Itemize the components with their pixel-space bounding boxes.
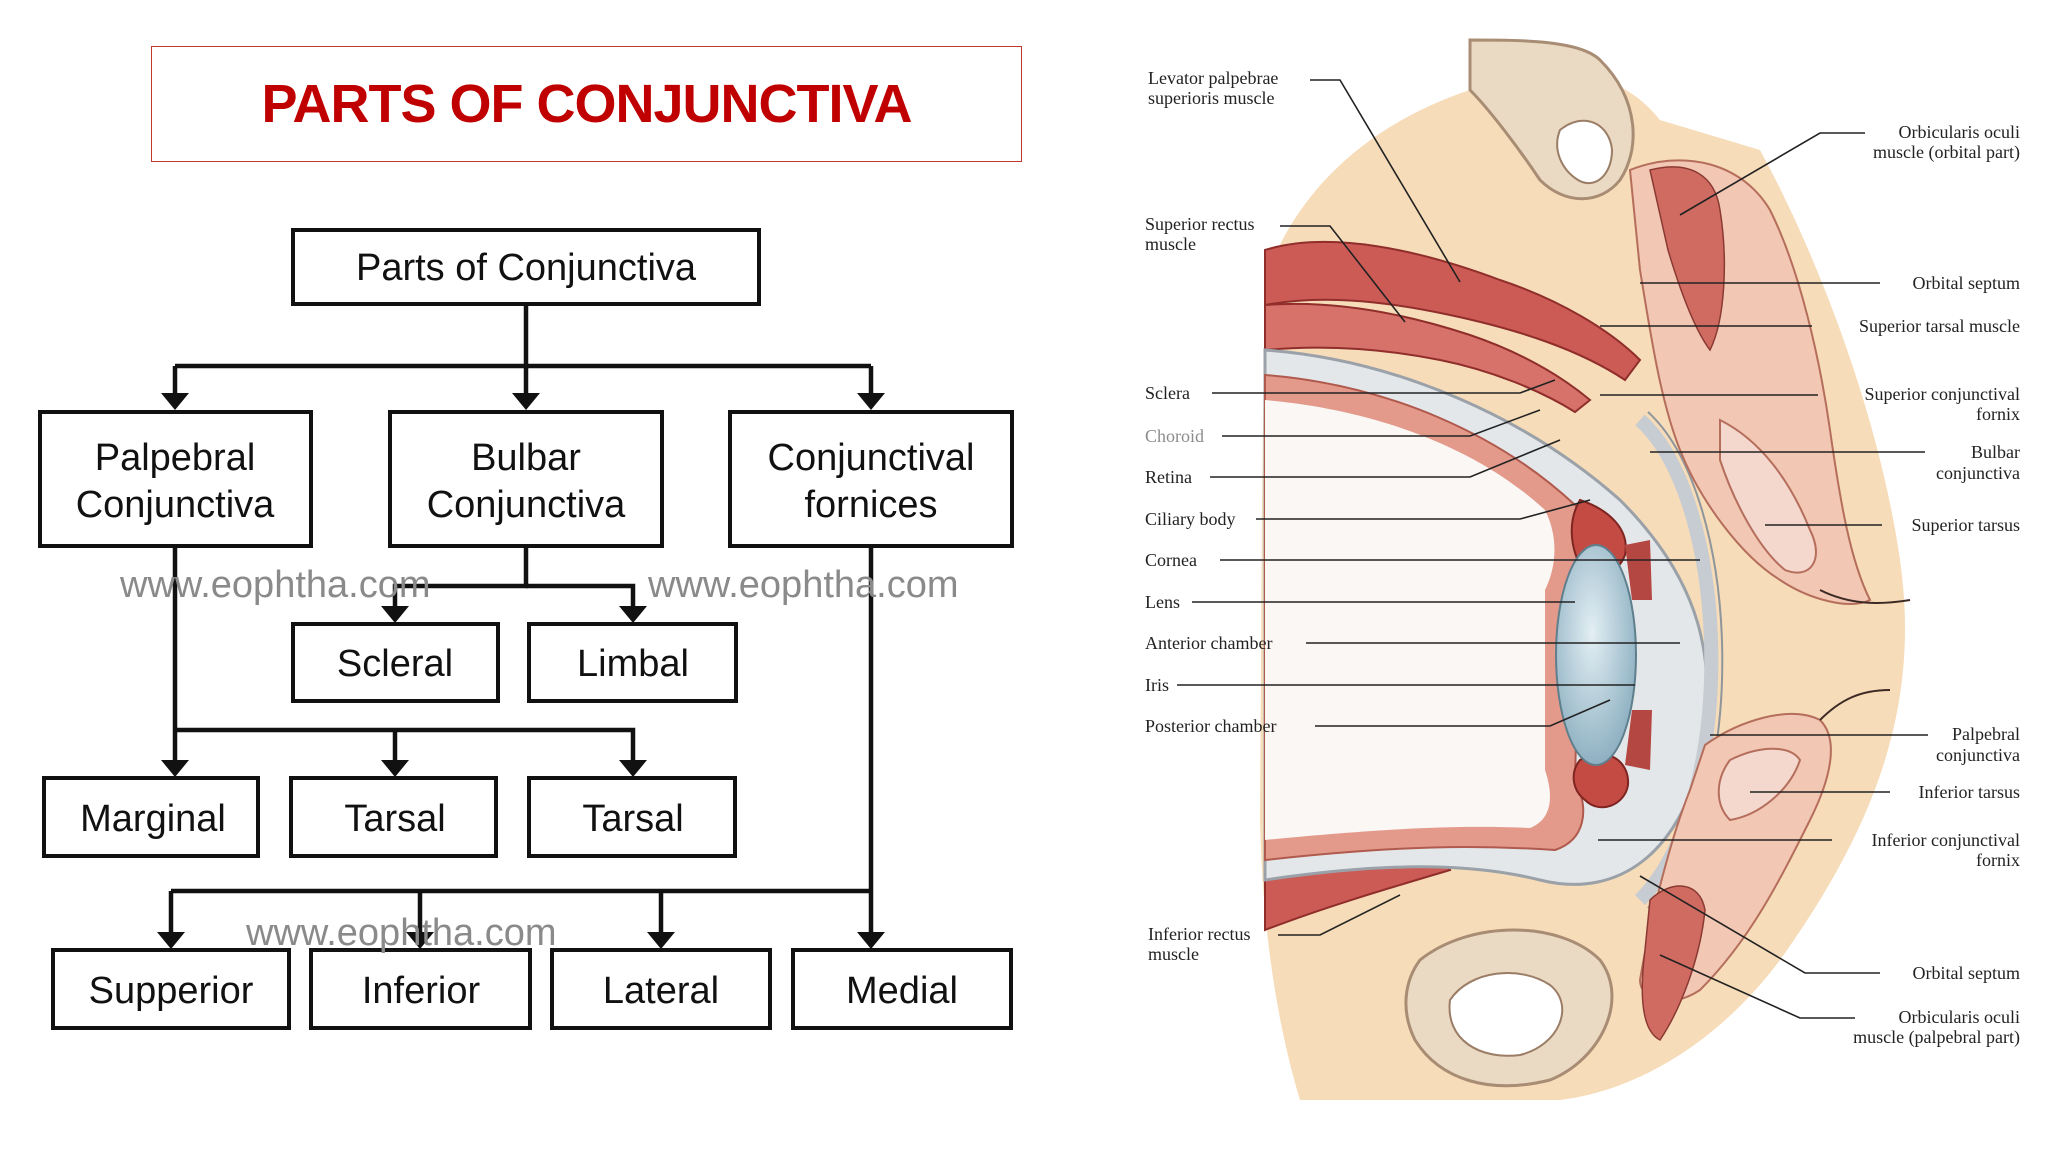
label-superior-tarsus: Superior tarsus <box>1912 515 2020 535</box>
node-root-label: Parts of Conjunctiva <box>356 247 697 289</box>
node-palpebral-line2: Conjunctiva <box>76 484 275 526</box>
label-inferior-tarsus: Inferior tarsus <box>1919 782 2020 802</box>
arrowheads <box>157 393 885 949</box>
label-choroid: Choroid <box>1145 426 1204 446</box>
node-medial: Medial <box>791 948 1013 1030</box>
node-lateral: Lateral <box>550 948 772 1030</box>
label-inferior-fornix-1: Inferior conjunctival <box>1872 830 2020 850</box>
lower-orbit-cavity <box>1448 972 1564 1057</box>
anatomy-left-labels: Levator palpebrae superioris muscle Supe… <box>1145 68 1278 964</box>
label-orbital-septum-lower: Orbital septum <box>1913 963 2020 983</box>
node-inferior: Inferior <box>309 948 532 1030</box>
label-palpebral-conjunctiva-2: conjunctiva <box>1936 745 2020 765</box>
superior-tarsus <box>1719 418 1817 574</box>
label-orbicularis-orbital-2: muscle (orbital part) <box>1873 142 2020 163</box>
label-superior-fornix-1: Superior conjunctival <box>1865 384 2020 404</box>
node-bulbar-line1: Bulbar <box>471 437 581 479</box>
label-iris: Iris <box>1145 675 1169 695</box>
node-fornices: Conjunctival fornices <box>728 410 1014 548</box>
label-inferior-rectus-1: Inferior rectus <box>1148 924 1250 944</box>
upper-orbit-cavity <box>1556 119 1614 185</box>
node-marginal: Marginal <box>42 776 260 858</box>
lower-lashes <box>1819 689 1891 721</box>
iris-lower <box>1625 710 1652 770</box>
connectors <box>168 305 874 936</box>
node-palpebral-line1: Palpebral <box>95 437 256 479</box>
node-marginal-label: Marginal <box>80 798 226 840</box>
label-bulbar-conjunctiva-1: Bulbar <box>1971 442 2020 462</box>
label-posterior-chamber: Posterior chamber <box>1145 716 1276 736</box>
upper-lashes <box>1819 589 1911 604</box>
label-inferior-fornix-2: fornix <box>1976 850 2020 870</box>
vitreous <box>1265 400 1555 840</box>
node-root: Parts of Conjunctiva <box>291 228 761 306</box>
node-limbal: Limbal <box>527 622 738 703</box>
label-orbicularis-palpebral-2: muscle (palpebral part) <box>1853 1027 2020 1048</box>
label-bulbar-conjunctiva-2: conjunctiva <box>1936 463 2020 483</box>
orbicularis-palpebral <box>1641 885 1706 1041</box>
label-superior-rectus-1: Superior rectus <box>1145 214 1254 234</box>
node-limbal-label: Limbal <box>577 643 689 685</box>
lens <box>1555 544 1637 766</box>
node-bulbar-line2: Conjunctiva <box>427 484 626 526</box>
orbicularis-orbital <box>1649 166 1726 352</box>
label-superior-tarsal-muscle: Superior tarsal muscle <box>1859 316 2020 336</box>
label-orbicularis-palpebral-1: Orbicularis oculi <box>1899 1007 2020 1027</box>
eye-illustration <box>1260 38 1911 1100</box>
flowchart: Parts of Conjunctiva Palpebral Conjuncti… <box>38 228 1014 1030</box>
node-tarsal-2-label: Tarsal <box>582 798 683 840</box>
levator-muscle <box>1264 302 1592 414</box>
anatomy-right-labels: Orbicularis oculi muscle (orbital part) … <box>1853 122 2020 1048</box>
label-ciliary-body: Ciliary body <box>1145 509 1236 529</box>
node-tarsal-1: Tarsal <box>289 776 498 858</box>
label-palpebral-conjunctiva-1: Palpebral <box>1952 724 2020 744</box>
node-tarsal-1-label: Tarsal <box>344 798 445 840</box>
watermark-3: www.eophtha.com <box>245 912 557 954</box>
node-superior: Supperior <box>51 948 291 1030</box>
label-superior-rectus-2: muscle <box>1145 234 1196 254</box>
inferior-tarsus <box>1717 747 1802 822</box>
iris-upper <box>1625 540 1652 600</box>
title-box: PARTS OF CONJUNCTIVA <box>151 46 1022 162</box>
superior-rectus-muscle <box>1264 241 1642 382</box>
label-lens: Lens <box>1145 592 1180 612</box>
watermark-1: www.eophtha.com <box>119 564 431 606</box>
node-lateral-label: Lateral <box>603 970 719 1012</box>
node-palpebral: Palpebral Conjunctiva <box>38 410 313 548</box>
label-levator-2: superioris muscle <box>1148 88 1274 108</box>
leader-lines <box>1177 79 1928 1019</box>
node-tarsal-2: Tarsal <box>527 776 737 858</box>
node-inferior-label: Inferior <box>362 970 481 1012</box>
label-sclera: Sclera <box>1145 383 1190 403</box>
label-orbital-septum-upper: Orbital septum <box>1913 273 2020 293</box>
node-bulbar: Bulbar Conjunctiva <box>388 410 664 548</box>
label-retina: Retina <box>1145 467 1192 487</box>
node-fornices-line1: Conjunctival <box>768 437 975 479</box>
label-levator-1: Levator palpebrae <box>1148 68 1278 88</box>
label-anterior-chamber: Anterior chamber <box>1145 633 1272 653</box>
node-scleral-label: Scleral <box>337 643 453 685</box>
watermark-2: www.eophtha.com <box>647 564 959 606</box>
node-fornices-line2: fornices <box>804 484 937 526</box>
node-medial-label: Medial <box>846 970 958 1012</box>
page-title: PARTS OF CONJUNCTIVA <box>261 74 912 134</box>
node-scleral: Scleral <box>291 622 500 703</box>
node-superior-label: Supperior <box>89 970 254 1012</box>
label-orbicularis-orbital-1: Orbicularis oculi <box>1899 122 2020 142</box>
label-superior-fornix-2: fornix <box>1976 404 2020 424</box>
label-cornea: Cornea <box>1145 550 1197 570</box>
label-inferior-rectus-2: muscle <box>1148 944 1199 964</box>
